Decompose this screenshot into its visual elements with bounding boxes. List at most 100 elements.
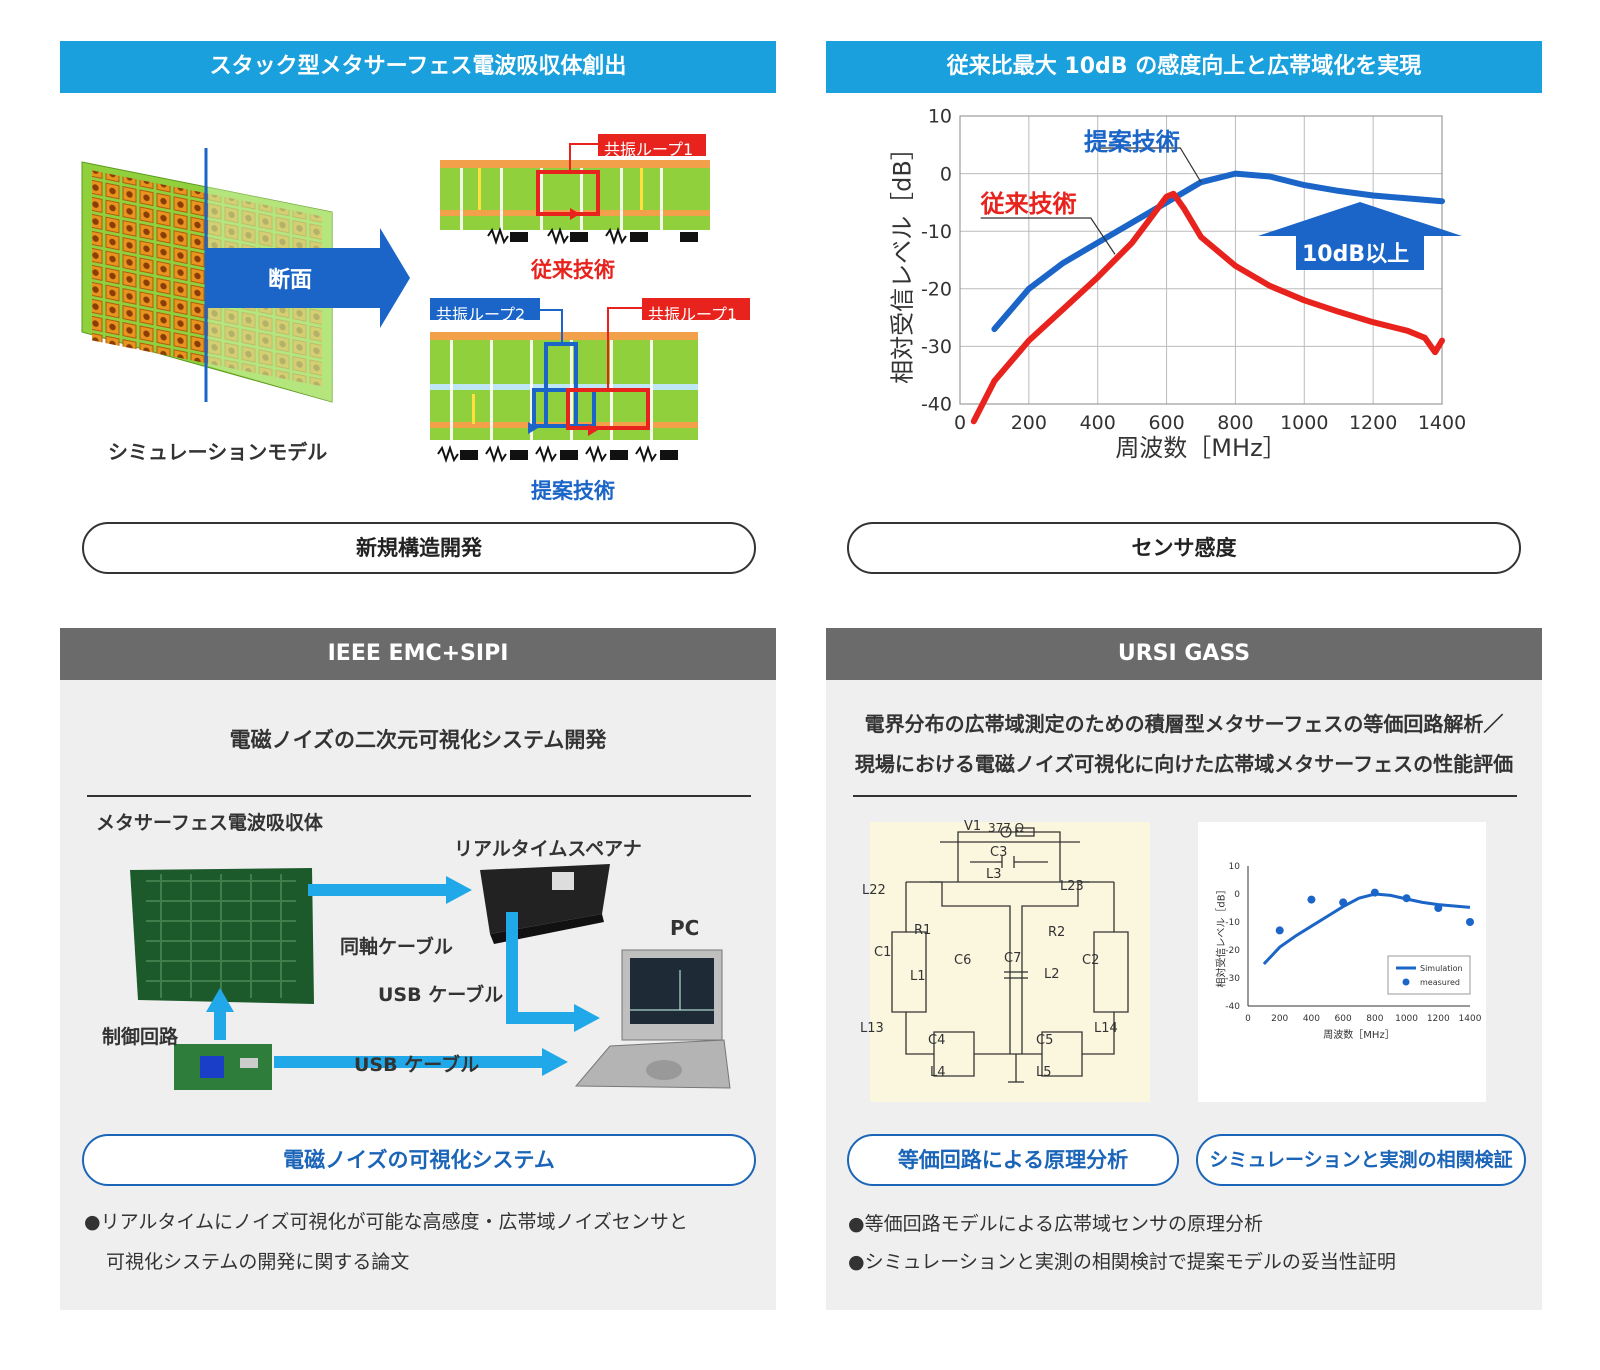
loop1-conventional-label: 共振ループ1 [604, 140, 694, 159]
circuit-l5: L5 [1036, 1065, 1052, 1080]
circuit-c3: C3 [990, 845, 1007, 860]
x-tick-label: 1000 [1280, 412, 1328, 434]
x-tick-label: 200 [1271, 1014, 1288, 1024]
circuit-r2: R2 [1048, 925, 1065, 940]
br-bullet-2: ●シミュレーションと実測の相関検討で提案モデルの妥当性証明 [848, 1251, 1396, 1273]
y-axis-label: 相対受信レベル［dB］ [1215, 884, 1228, 987]
control-circuit-label: 制御回路 [102, 1026, 179, 1048]
series-line-simulation [1262, 892, 1471, 966]
measured-point [1307, 895, 1316, 904]
correlation-pill: シミュレーションと実測の相関検証 [1196, 1134, 1526, 1186]
y-tick-label: 10 [928, 106, 952, 128]
circuit-c1: C1 [874, 945, 891, 960]
measured-point [1466, 918, 1474, 926]
bl-header: IEEE EMC+SIPI [60, 628, 776, 680]
circuit-c2: C2 [1082, 953, 1099, 968]
analyzer-label: リアルタイムスペアナ [454, 838, 642, 860]
measured-point [1434, 904, 1443, 912]
simulation-model-label: シミュレーションモデル [108, 440, 328, 464]
br-bullet-1: ●等価回路モデルによる広帯域センサの原理分析 [848, 1213, 1264, 1235]
y-tick-label: -10 [1225, 918, 1240, 928]
circuit-l4: L4 [930, 1065, 946, 1080]
circuit-c5: C5 [1036, 1033, 1053, 1048]
visualization-system-figure [130, 864, 731, 1090]
circuit-l2: L2 [1044, 967, 1060, 982]
circuit-l3: L3 [986, 867, 1002, 882]
sensor-sensitivity-pill: センサ感度 [847, 522, 1521, 574]
circuit-l1: L1 [910, 969, 926, 984]
x-tick-label: 1000 [1395, 1014, 1418, 1024]
loop2-label: 共振ループ2 [436, 305, 526, 324]
x-tick-label: 600 [1148, 412, 1184, 434]
legend-measured-label: measured [1420, 978, 1460, 987]
tl-header: スタック型メタサーフェス電波吸収体創出 [60, 41, 776, 93]
y-tick-label: 0 [1234, 890, 1240, 900]
improvement-label: 10dB以上 [1302, 242, 1410, 267]
measured-point [1339, 898, 1348, 907]
circuit-l14: L14 [1094, 1021, 1118, 1036]
y-tick-label: -40 [1225, 1002, 1240, 1012]
plot-frame [959, 115, 1443, 405]
x-tick-label: 800 [1217, 412, 1253, 434]
y-tick-label: -30 [921, 336, 952, 358]
x-tick-label: 1400 [1459, 1014, 1482, 1024]
loop1-proposed-label: 共振ループ1 [648, 305, 738, 324]
x-axis-label: 周波数［MHz］ [1323, 1028, 1394, 1041]
circuit-c6: C6 [954, 953, 971, 968]
circuit-l22: L22 [862, 883, 886, 898]
y-tick-label: -40 [921, 394, 952, 416]
y-tick-label: -10 [921, 221, 952, 243]
y-tick-label: 10 [1229, 862, 1241, 872]
bl-title: 電磁ノイズの二次元可視化システム開発 [229, 728, 607, 752]
x-tick-label: 200 [1011, 412, 1047, 434]
br-header: URSI GASS [826, 628, 1542, 680]
bl-divider [87, 795, 751, 797]
bl-bullet-line1: ●リアルタイムにノイズ可視化が可能な高感度・広帯域ノイズセンサと [84, 1211, 688, 1233]
circuit-r0: 377 Ω [988, 821, 1024, 835]
x-tick-label: 1200 [1427, 1014, 1450, 1024]
br-divider [853, 795, 1517, 797]
pc-label: PC [670, 916, 700, 940]
usb-label-1: USB ケーブル [378, 984, 504, 1006]
legend-simulation-label: Simulation [1420, 964, 1463, 973]
equivalent-circuit-figure: V1 377 Ω C3 L3 L22 L23 R1 R2 C1 C2 L1 L2… [860, 819, 1150, 1102]
series-line-conventional [970, 190, 1445, 425]
legend-measured-swatch [1402, 978, 1410, 986]
absorber-label: メタサーフェス電波吸収体 [96, 812, 323, 834]
x-axis-label: 周波数［MHz］ [1115, 434, 1286, 462]
usb-label-2: USB ケーブル [354, 1054, 480, 1076]
br-title-line1: 電界分布の広帯域測定のための積層型メタサーフェスの等価回路解析／ [864, 712, 1504, 736]
simulation-model-figure [81, 148, 410, 403]
x-tick-label: 400 [1080, 412, 1116, 434]
circuit-analysis-pill: 等価回路による原理分析 [847, 1134, 1179, 1186]
y-tick-label: -20 [1225, 946, 1240, 956]
x-tick-label: 400 [1303, 1014, 1320, 1024]
x-tick-label: 0 [1245, 1014, 1251, 1024]
cross-section-label: 断面 [268, 268, 313, 293]
y-tick-label: 0 [940, 163, 952, 185]
x-tick-label: 1400 [1418, 412, 1466, 434]
x-tick-label: 800 [1366, 1014, 1383, 1024]
up-arrow-icon [1258, 202, 1462, 270]
simulation-vs-measured-chart: 0 200 400 600 800 1000 1200 1400 10 0 -10 -20 -30 -40… [1198, 822, 1486, 1102]
measured-point [1370, 888, 1379, 897]
measured-point [1275, 926, 1284, 935]
small-chart-legend-box [1387, 955, 1471, 995]
x-tick-label: 600 [1335, 1014, 1352, 1024]
circuit-c4: C4 [928, 1033, 945, 1048]
measured-point [1402, 894, 1411, 903]
conventional-label: 従来技術 [531, 258, 615, 282]
visualization-system-pill: 電磁ノイズの可視化システム [82, 1134, 756, 1186]
coax-label: 同軸ケーブル [340, 936, 453, 958]
proposed-label: 提案技術 [531, 479, 615, 503]
x-tick-label: 0 [954, 412, 966, 434]
br-title-line2: 現場における電磁ノイズ可視化に向けた広帯域メタサーフェスの性能評価 [854, 752, 1514, 776]
y-tick-label: -30 [1225, 974, 1240, 984]
circuit-r1: R1 [914, 923, 931, 938]
proposed-series-label: 提案技術 [1084, 128, 1180, 156]
y-tick-label: -20 [921, 278, 952, 300]
circuit-v1: V1 [964, 819, 981, 834]
y-axis-label: 相対受信レベル［dB］ [889, 136, 917, 384]
circuit-l23: L23 [1060, 879, 1084, 894]
